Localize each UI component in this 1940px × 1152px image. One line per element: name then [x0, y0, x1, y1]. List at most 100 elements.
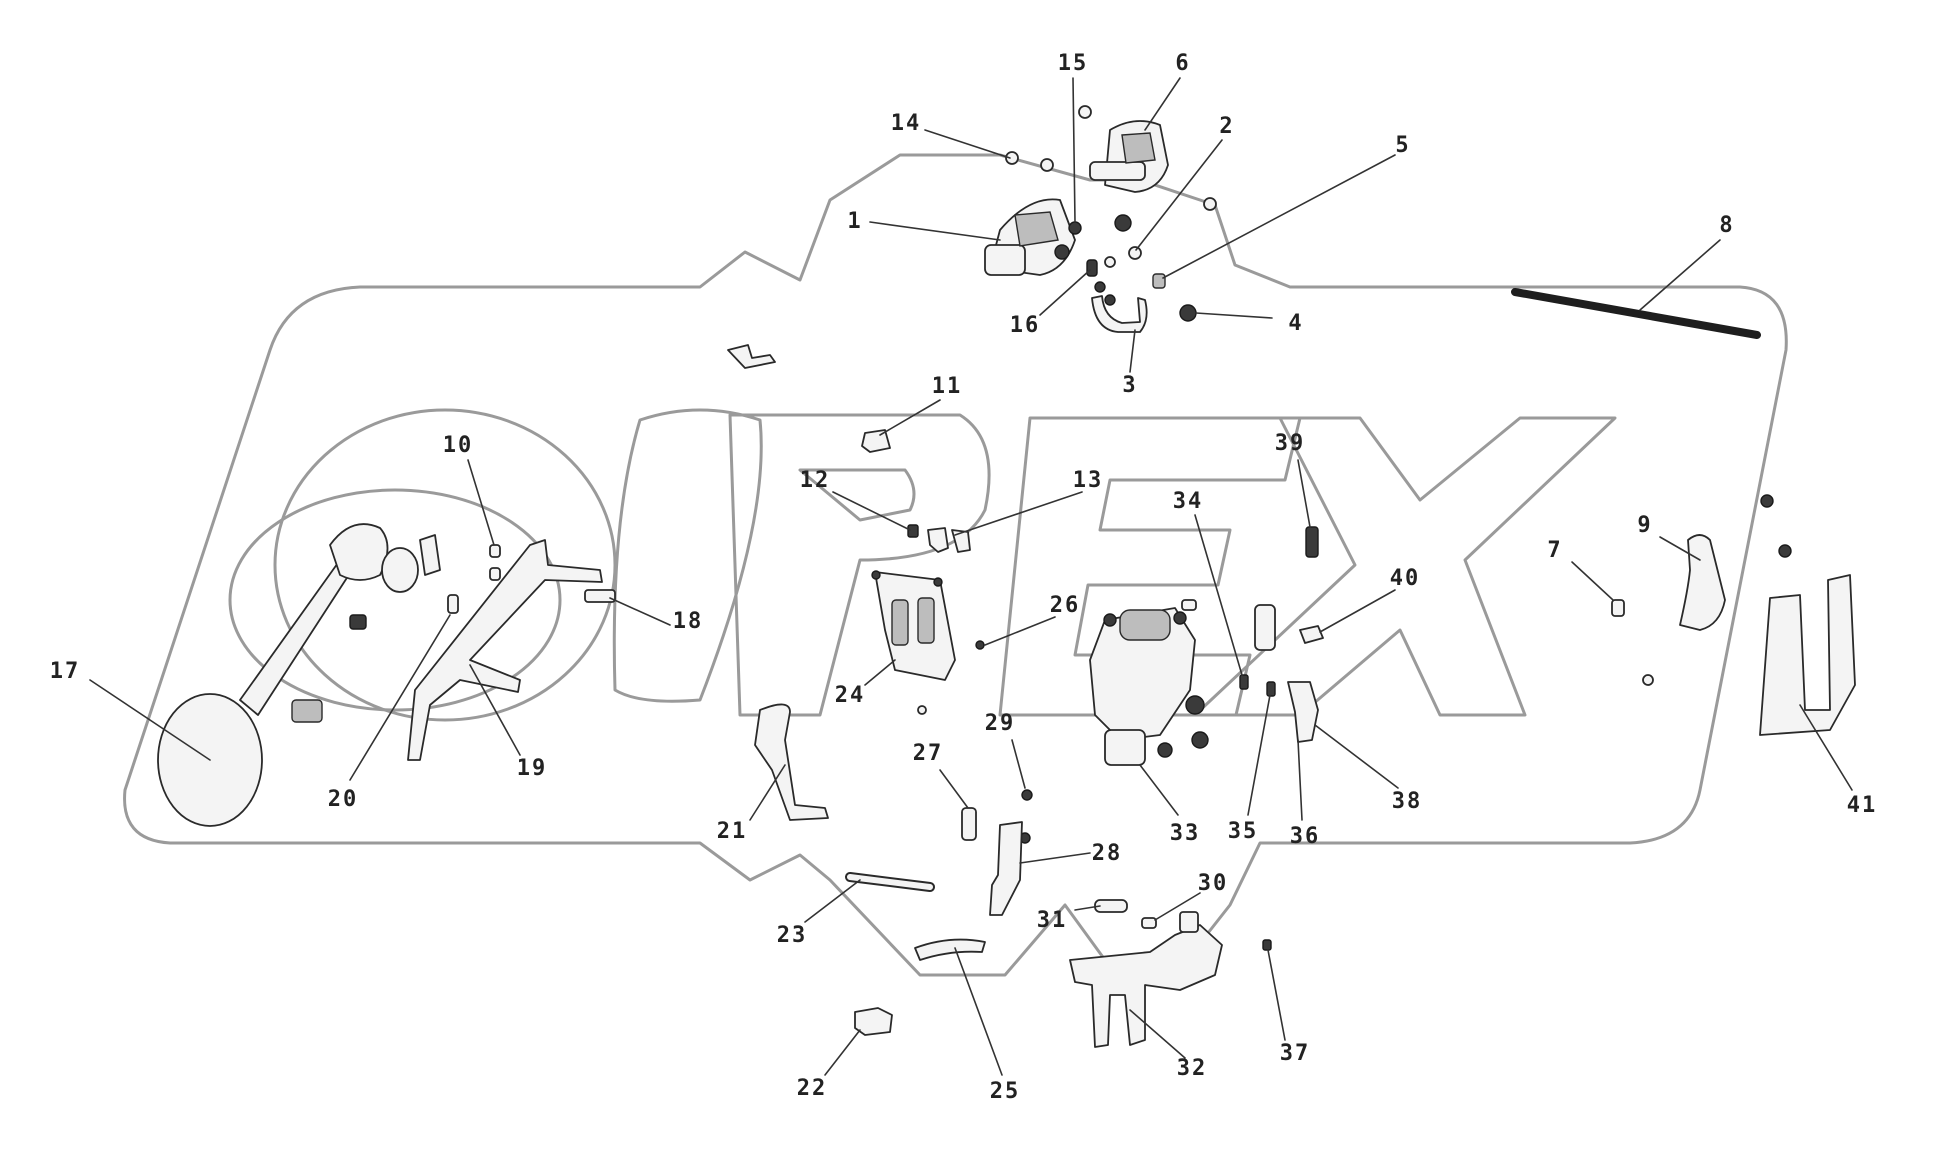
leader-line-2 [1135, 139, 1223, 251]
callout-29: 29 [985, 711, 1016, 736]
callout-7: 7 [1547, 538, 1562, 563]
callout-12: 12 [800, 468, 831, 493]
watermark-gear-outline [123, 153, 1788, 977]
part-37-screw [1262, 939, 1272, 951]
part-13-elbow [927, 527, 949, 553]
leader-line-17 [89, 679, 211, 761]
leader-line-30 [1154, 892, 1201, 921]
callout-3: 3 [1122, 373, 1137, 398]
callout-11: 11 [932, 374, 963, 399]
part-14-fitting [1005, 151, 1019, 165]
part-2c-washer [1104, 256, 1116, 268]
part-7b-washer [1642, 674, 1654, 686]
leader-line-6 [1144, 77, 1181, 131]
callout-23: 23 [777, 923, 808, 948]
callout-2: 2 [1219, 114, 1234, 139]
leader-line-22 [824, 1029, 861, 1076]
watermark-letter-x [1193, 416, 1617, 717]
callout-18: 18 [673, 609, 704, 634]
callout-40: 40 [1390, 566, 1421, 591]
part-27-pin [961, 807, 977, 841]
part-3-u-pipe [1091, 295, 1148, 333]
part-26-bolt [975, 640, 985, 650]
watermark-letter-p [728, 413, 991, 717]
leader-line-33 [1139, 764, 1179, 816]
leader-line-11 [879, 399, 941, 436]
leader-line-15 [1072, 77, 1076, 223]
part-8-hose [1511, 288, 1761, 339]
leader-line-35 [1247, 694, 1271, 816]
part-29-nut [1021, 789, 1033, 801]
part-6b-fitting [1203, 197, 1217, 211]
callout-5: 5 [1395, 133, 1410, 158]
leader-line-28 [1019, 852, 1091, 864]
part-15b-fitting [1078, 105, 1092, 119]
leader-line-31 [1074, 905, 1101, 911]
part-30b-fitting [1179, 911, 1199, 933]
part-20-stud [447, 594, 459, 614]
leader-line-32 [1129, 1009, 1186, 1059]
part-24b-screw [917, 705, 927, 715]
leader-line-9 [1659, 536, 1701, 561]
part-25-hose [914, 938, 986, 961]
parts-group [157, 105, 1856, 1048]
part-33-valve-assembly [1089, 599, 1209, 766]
part-13b-elbow [951, 529, 971, 553]
part-30-fitting [1141, 917, 1157, 929]
leader-line-24 [864, 659, 896, 686]
callout-24: 24 [835, 683, 866, 708]
part-11-clip [861, 429, 891, 453]
callout-10: 10 [443, 433, 474, 458]
callout-33: 33 [1170, 821, 1201, 846]
callout-20: 20 [328, 787, 359, 812]
callout-30: 30 [1198, 871, 1229, 896]
callout-17: 17 [50, 659, 81, 684]
leader-line-16 [1039, 269, 1091, 316]
callout-27: 27 [913, 741, 944, 766]
leader-line-36 [1297, 739, 1303, 821]
part-2b-washer [1128, 246, 1142, 260]
callout-4: 4 [1288, 311, 1303, 336]
part-16-fitting [1086, 259, 1098, 277]
watermark-ring-outer [273, 408, 617, 722]
part-9-nut [1760, 494, 1774, 508]
leader-line-19 [469, 664, 521, 756]
part-35-fitting [1266, 681, 1276, 697]
callout-36: 36 [1290, 824, 1321, 849]
part-9b-nut [1778, 544, 1792, 558]
part-4-nut [1179, 304, 1197, 322]
leader-lines [89, 77, 1853, 1076]
part-23-rod-inner [847, 874, 933, 890]
leader-line-34 [1194, 514, 1243, 676]
part-small-bracket [727, 344, 776, 369]
part-38-elbow [1287, 681, 1319, 743]
part-10b-fitting [489, 567, 501, 581]
callout-15: 15 [1058, 51, 1089, 76]
part-17-horn [157, 523, 441, 827]
callout-31: 31 [1037, 908, 1068, 933]
callout-39: 39 [1275, 431, 1306, 456]
part-41-bracket [1759, 574, 1856, 736]
leader-line-18 [609, 597, 671, 626]
leader-line-3 [1129, 329, 1136, 373]
callout-1: 1 [847, 209, 862, 234]
callout-28: 28 [1092, 841, 1123, 866]
callout-8: 8 [1719, 213, 1734, 238]
part-5-fitting [1152, 273, 1166, 289]
leader-line-37 [1267, 949, 1286, 1041]
callout-41: 41 [1847, 793, 1878, 818]
leader-line-27 [939, 769, 969, 809]
leader-line-29 [1011, 739, 1026, 789]
leader-line-8 [1639, 239, 1721, 311]
leader-line-25 [954, 947, 1003, 1076]
callout-22: 22 [797, 1076, 828, 1101]
part-39-sensor [1305, 526, 1319, 558]
part-12-fitting [907, 524, 919, 538]
part-14b-fitting [1040, 158, 1054, 172]
callout-9: 9 [1637, 513, 1652, 538]
callout-34: 34 [1173, 489, 1204, 514]
part-3-fitting [1094, 281, 1106, 293]
watermark-group [123, 153, 1788, 977]
leader-line-26 [984, 616, 1056, 646]
